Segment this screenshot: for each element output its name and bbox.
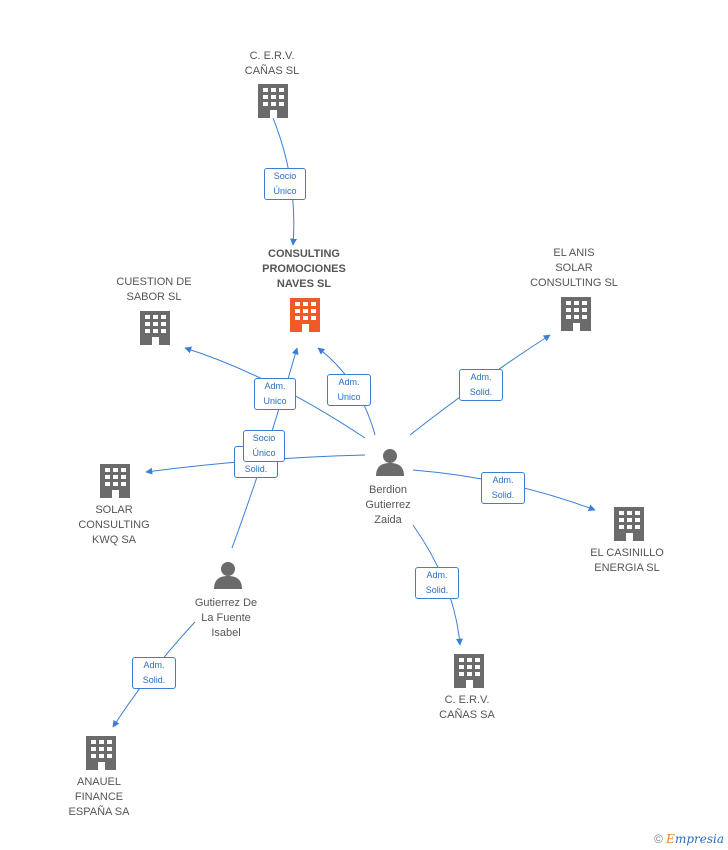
building-icon[interactable] xyxy=(614,507,644,541)
edge-label-adm-solid[interactable]: Adm. Solid. xyxy=(481,472,525,504)
node-label-cerv-bottom[interactable]: C. E.R.V. CAÑAS SA xyxy=(439,694,495,721)
building-icon[interactable] xyxy=(86,736,116,770)
building-icon[interactable] xyxy=(140,311,170,345)
edge-label-adm-solid[interactable]: Adm. Solid. xyxy=(459,369,503,401)
copyright-symbol: © xyxy=(653,832,663,846)
node-label-casinillo[interactable]: EL CASINILLO ENERGIA SL xyxy=(590,547,664,574)
node-label-anauel[interactable]: ANAUEL FINANCE ESPAÑA SA xyxy=(68,776,130,818)
node-label-solar-kwq[interactable]: SOLAR CONSULTING KWQ SA xyxy=(78,504,150,546)
node-label-cerv-top[interactable]: C. E.R.V. CAÑAS SL xyxy=(244,50,300,77)
node-label-gutierrez[interactable]: Gutierrez De La Fuente Isabel xyxy=(194,597,258,639)
node-label-cuestion[interactable]: CUESTION DE SABOR SL xyxy=(116,276,192,303)
edge-label-socio-unico[interactable]: Socio Único xyxy=(243,430,285,462)
building-icon[interactable] xyxy=(561,297,591,331)
building-icon[interactable] xyxy=(100,464,130,498)
building-icon[interactable] xyxy=(258,84,288,118)
node-label-berdion[interactable]: Berdion Gutierrez Zaida xyxy=(365,484,411,526)
brand-name: Empresia xyxy=(666,832,724,846)
node-label-el-anis[interactable]: EL ANIS SOLAR CONSULTING SL xyxy=(530,247,618,289)
edge-label-socio-unico[interactable]: Socio Único xyxy=(264,168,306,200)
building-icon[interactable] xyxy=(290,298,320,332)
edge-label-adm-solid[interactable]: Adm. Solid. xyxy=(415,567,459,599)
person-icon[interactable] xyxy=(376,449,404,476)
brand-logo: © Empresia xyxy=(654,832,724,846)
edge-label-adm-unico[interactable]: Adm. Unico xyxy=(327,374,371,406)
person-icon[interactable] xyxy=(214,562,242,589)
edge-label-adm-unico[interactable]: Adm. Unico xyxy=(254,378,296,410)
building-icon[interactable] xyxy=(454,654,484,688)
edge-label-adm-solid[interactable]: Adm. Solid. xyxy=(132,657,176,689)
node-label-main-company[interactable]: CONSULTING PROMOCIONES NAVES SL xyxy=(262,248,346,290)
